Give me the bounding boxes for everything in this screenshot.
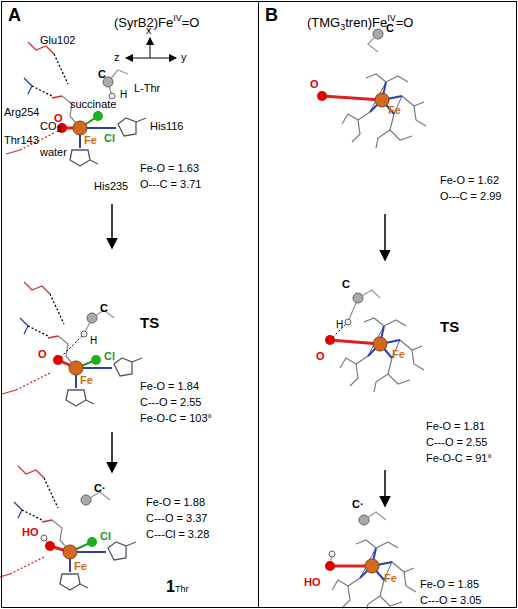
structure-label: Fe-O-C = 103° bbox=[140, 412, 212, 425]
structure-label: O---C = 3.71 bbox=[140, 178, 201, 191]
structure-label: C· bbox=[94, 482, 106, 495]
structure-label: L-Thr bbox=[134, 82, 160, 95]
structure-label: Cl bbox=[104, 350, 115, 363]
structure-label: O---C = 2.99 bbox=[440, 190, 501, 203]
structure-label: y bbox=[181, 51, 187, 64]
syrb2-structures bbox=[0, 42, 146, 590]
structure-label: Thr143 bbox=[4, 134, 39, 147]
structure-label: water bbox=[40, 146, 67, 159]
structure-label: C bbox=[342, 278, 350, 291]
structure-label: HO bbox=[22, 526, 39, 539]
structure-label: Fe-O = 1.62 bbox=[440, 174, 499, 187]
structure-label: Fe-O = 1.81 bbox=[426, 420, 485, 433]
structure-label: C bbox=[100, 302, 108, 315]
tmg3tren-structures bbox=[317, 29, 426, 609]
structure-label: HO bbox=[304, 576, 321, 589]
structure-label: C---O = 3.05 bbox=[420, 594, 481, 607]
panel-title: (TMG3tren)FeIV=O bbox=[307, 10, 413, 35]
structure-label: Fe-O = 1.84 bbox=[140, 380, 199, 393]
structure-label: O bbox=[38, 348, 47, 361]
title-part: IV bbox=[387, 13, 396, 23]
structure-label: Glu102 bbox=[40, 34, 75, 47]
subscript: Thr bbox=[175, 583, 189, 596]
structure-label: His116 bbox=[150, 120, 183, 133]
structure-label: Fe bbox=[392, 348, 405, 361]
structure-label: TS bbox=[140, 314, 159, 331]
structure-label: O bbox=[54, 112, 63, 125]
structure-label: C---Cl = 3.28 bbox=[146, 528, 209, 541]
axes bbox=[126, 38, 176, 58]
structure-label: Fe-O-C = 91° bbox=[426, 452, 492, 465]
structure-label: Fe bbox=[84, 134, 97, 147]
structure-label: z bbox=[114, 51, 120, 64]
structure-label: C bbox=[98, 68, 106, 81]
reaction-arrows bbox=[112, 204, 385, 506]
structure-label: x bbox=[146, 24, 152, 37]
subscript: 2 bbox=[57, 123, 62, 136]
structure-label: O bbox=[316, 350, 325, 363]
title-part: =O bbox=[396, 15, 414, 30]
structure-label: Arg254 bbox=[4, 106, 39, 119]
structure-label: Cl bbox=[100, 530, 111, 543]
structure-label: H bbox=[120, 88, 127, 101]
title-part: tren)Fe bbox=[345, 15, 387, 30]
structure-label: His235 bbox=[94, 180, 128, 193]
structure-label: Fe bbox=[80, 374, 93, 387]
title-part: (SyrB2)Fe bbox=[114, 15, 173, 30]
structure-label: H bbox=[90, 334, 97, 347]
structure-label: C· bbox=[352, 498, 364, 511]
structure-label: C bbox=[386, 22, 394, 35]
structure-label: Cl bbox=[104, 132, 115, 145]
title-part: (TMG bbox=[307, 15, 340, 30]
structure-label: C---O = 3.37 bbox=[146, 512, 207, 525]
structure-label: Fe bbox=[388, 104, 401, 117]
panel-box: A (SyrB2)FeIV=O bbox=[1, 1, 259, 608]
title-part: 3 bbox=[340, 22, 345, 32]
structure-label: O bbox=[310, 78, 319, 91]
structure-label: Fe-O = 1.63 bbox=[140, 162, 199, 175]
structure-label: succinate bbox=[70, 98, 116, 111]
structure-label: Fe bbox=[384, 572, 397, 585]
title-part: =O bbox=[182, 15, 200, 30]
structure-label: C---O = 2.55 bbox=[426, 436, 487, 449]
panel-letter: A bbox=[8, 5, 21, 25]
structure-label: TS bbox=[440, 318, 459, 335]
panel-title: (SyrB2)FeIV=O bbox=[114, 10, 199, 31]
structure-label: Fe-O = 1.85 bbox=[420, 578, 479, 591]
structure-label: H bbox=[336, 318, 343, 331]
structure-label: Fe bbox=[74, 560, 87, 573]
title-part: IV bbox=[173, 13, 182, 23]
structure-label: C---O = 2.55 bbox=[140, 396, 201, 409]
structure-label: Fe-O = 1.88 bbox=[146, 496, 205, 509]
panel-letter: B bbox=[265, 5, 278, 25]
panel-box: B (TMG3tren)FeIV=O bbox=[258, 1, 517, 608]
structure-label: 1 bbox=[166, 578, 175, 596]
